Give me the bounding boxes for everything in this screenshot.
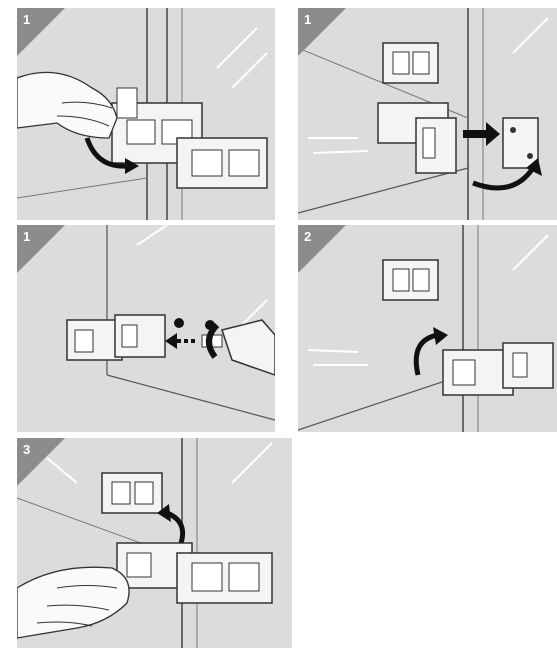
step-panel-3: 1 <box>17 225 275 432</box>
step-panel-4: 2 <box>298 225 557 432</box>
step-badge <box>298 8 557 220</box>
step-badge <box>17 8 275 220</box>
step-number: 3 <box>23 442 30 457</box>
step-panel-2: 1 <box>298 8 557 220</box>
step-panel-5: 3 <box>17 438 292 648</box>
step-panel-1: 1 <box>17 8 275 220</box>
step-badge <box>298 225 557 432</box>
step-number: 2 <box>304 229 311 244</box>
step-badge <box>17 225 275 432</box>
step-badge <box>17 438 292 648</box>
step-number: 1 <box>23 12 30 27</box>
step-number: 1 <box>304 12 311 27</box>
step-number: 1 <box>23 229 30 244</box>
